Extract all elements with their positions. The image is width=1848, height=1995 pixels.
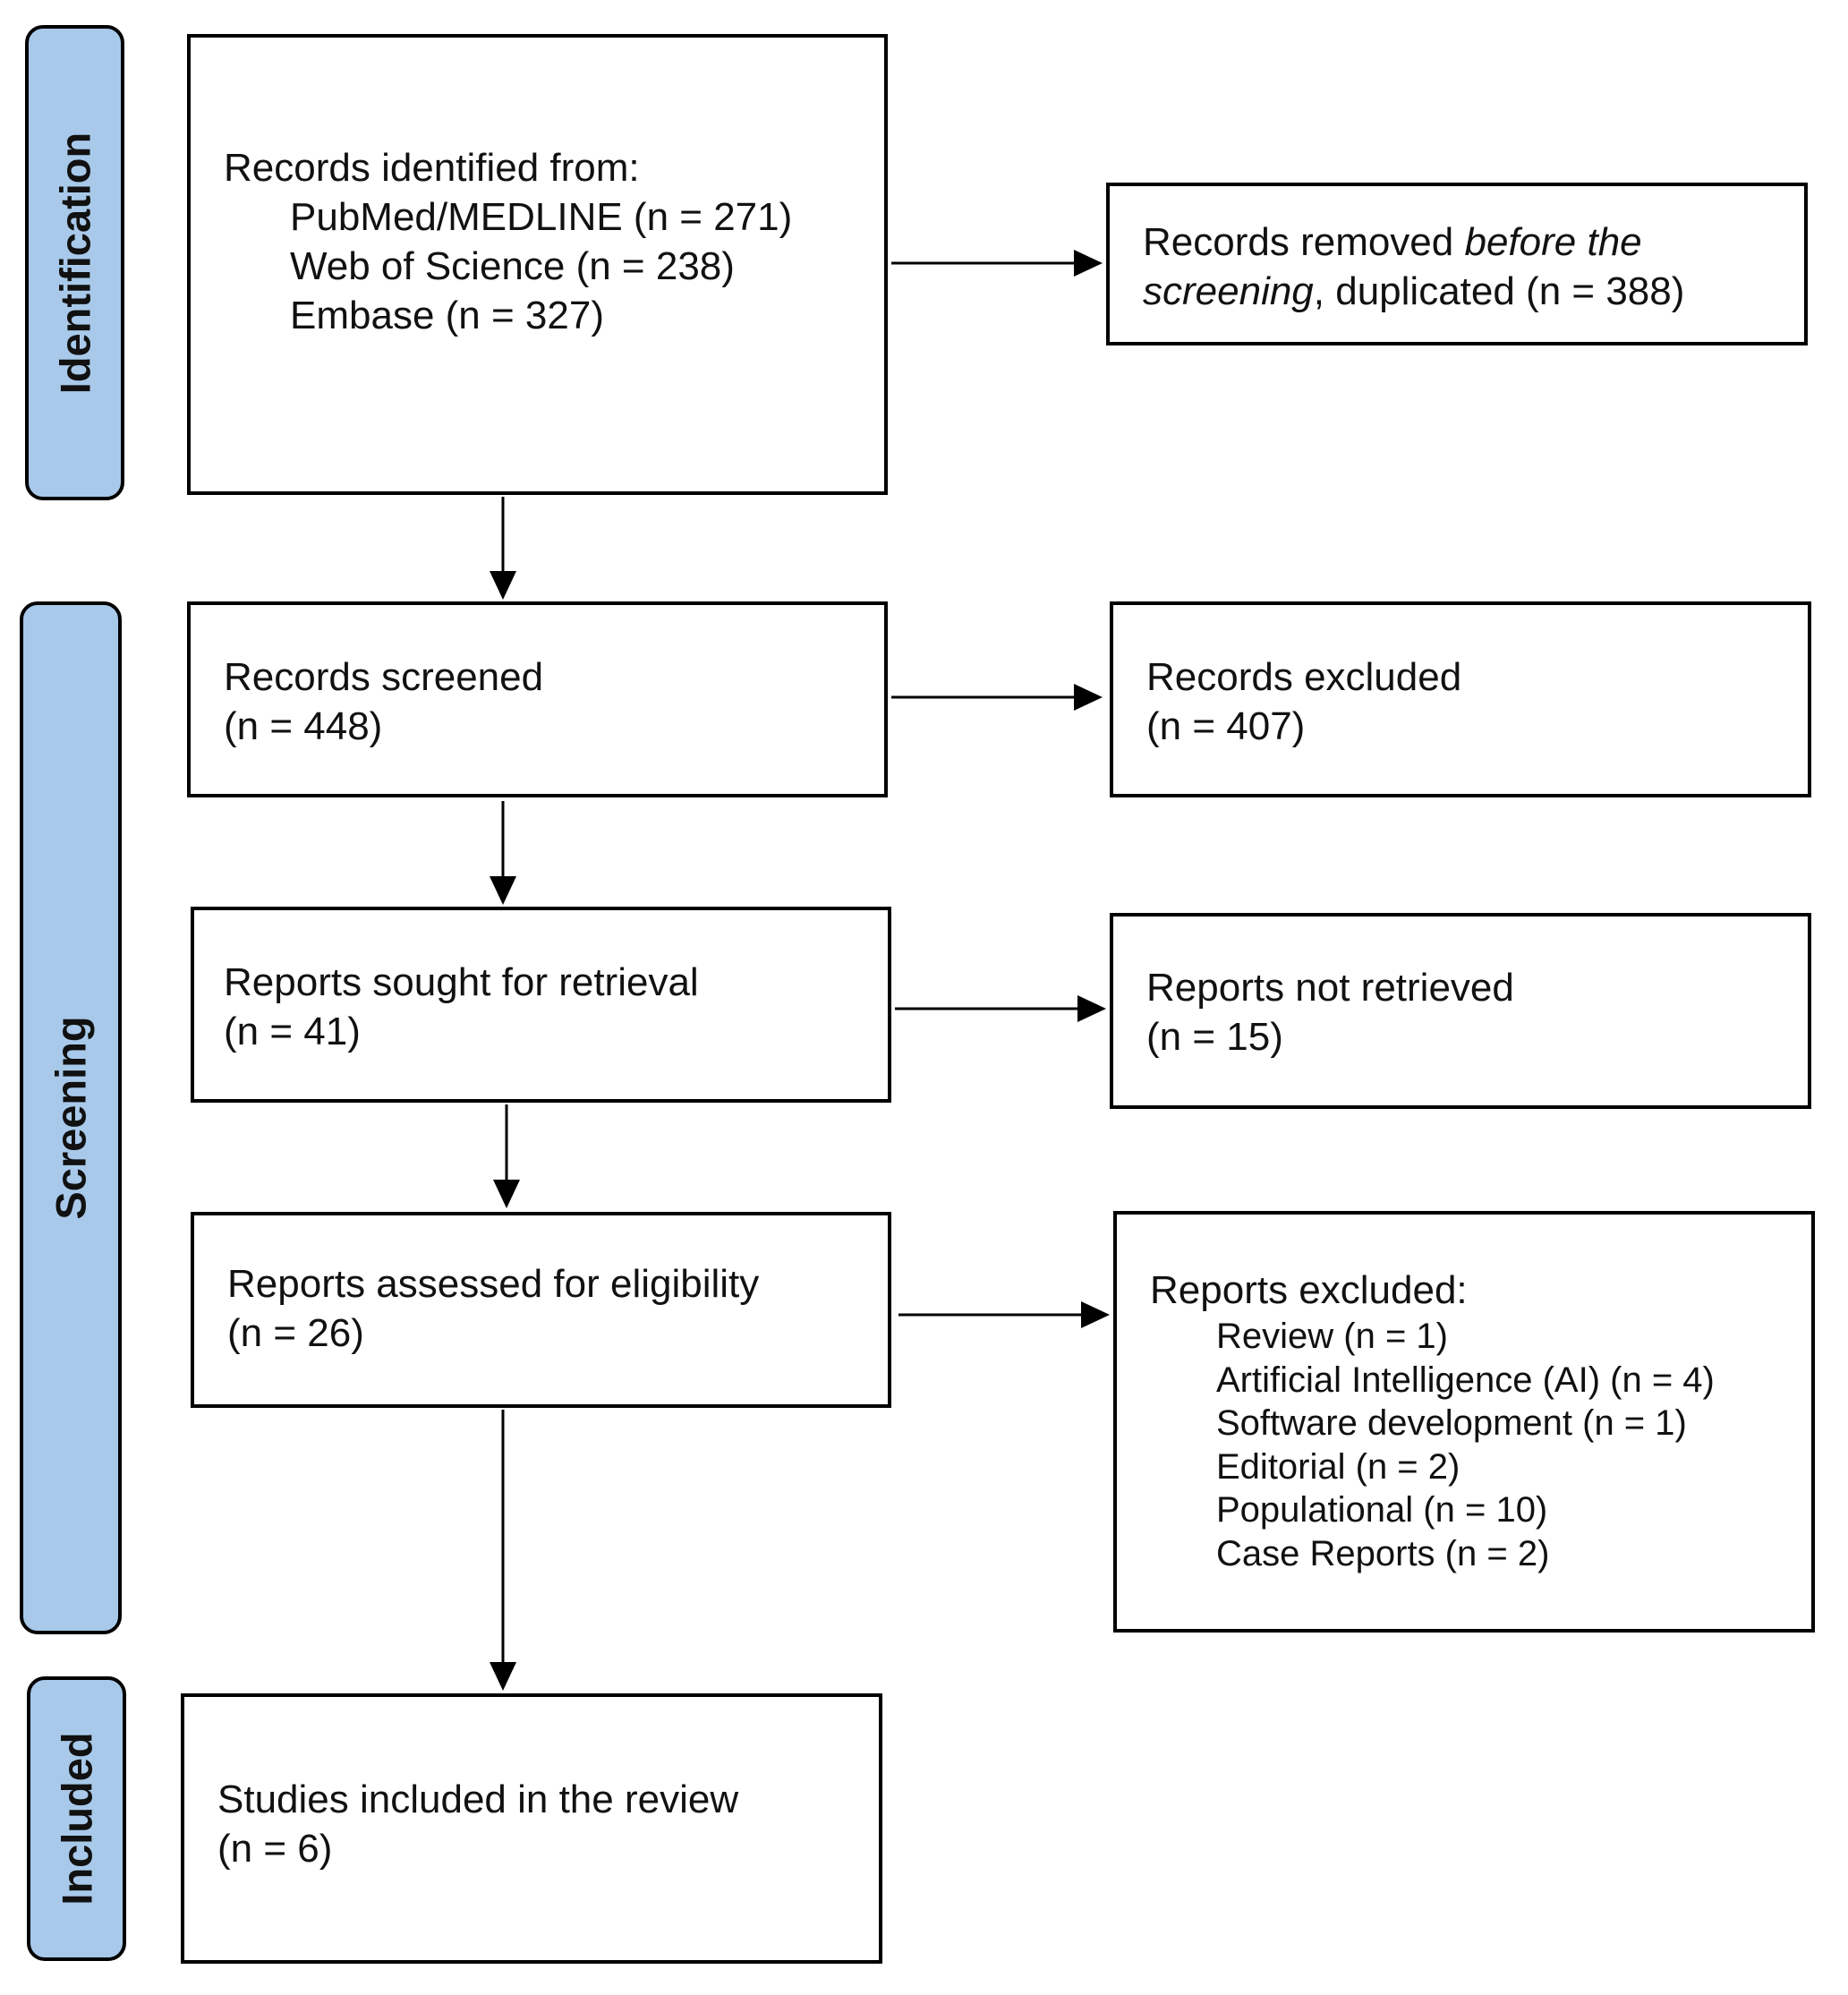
- records-excluded-title: Records excluded: [1146, 655, 1462, 699]
- arrowhead-right-1: [1074, 250, 1103, 277]
- arrowhead-down-2: [490, 876, 516, 905]
- studies-included-text: Studies included in the review (n = 6): [217, 1775, 738, 1873]
- records-excluded-box: [1110, 601, 1811, 797]
- records-identified-box: [187, 34, 888, 495]
- records-removed-box: [1106, 183, 1808, 345]
- records-excluded-count: (n = 407): [1146, 704, 1306, 748]
- records-excluded-text: Records excluded (n = 407): [1146, 652, 1461, 751]
- reports-excluded-reasons: Review (n = 1) Artificial Intelligence (…: [1150, 1315, 1715, 1575]
- records-identified-title: Records identified from:: [224, 146, 640, 190]
- source-pubmed: PubMed/MEDLINE (n = 271): [290, 195, 793, 239]
- records-removed-line-1: Records removed before the: [1143, 217, 1684, 267]
- records-removed-part-c: screening: [1143, 269, 1314, 313]
- reports-assessed-box: [191, 1212, 891, 1408]
- arrowhead-down-1: [490, 571, 516, 600]
- reason-case-reports: Case Reports (n = 2): [1216, 1533, 1550, 1573]
- records-identified-text: Records identified from: PubMed/MEDLINE …: [224, 143, 792, 340]
- reports-sought-text: Reports sought for retrieval (n = 41): [224, 958, 699, 1056]
- arrowhead-right-4: [1081, 1301, 1110, 1328]
- studies-included-box: [181, 1693, 882, 1964]
- reports-assessed-count: (n = 26): [227, 1311, 364, 1355]
- reports-excluded-text: Reports excluded: Review (n = 1) Artific…: [1150, 1266, 1715, 1575]
- reason-ai: Artificial Intelligence (AI) (n = 4): [1216, 1360, 1715, 1400]
- arrowhead-right-2: [1074, 684, 1103, 711]
- reports-assessed-title: Reports assessed for eligibility: [227, 1262, 760, 1306]
- records-removed-part-d: , duplicated (n = 388): [1313, 269, 1685, 313]
- reason-editorial: Editorial (n = 2): [1216, 1446, 1461, 1487]
- stage-included: Included: [27, 1676, 126, 1961]
- studies-included-count: (n = 6): [217, 1827, 333, 1871]
- source-embase: Embase (n = 327): [290, 294, 604, 337]
- records-screened-title: Records screened: [224, 655, 544, 699]
- records-screened-count: (n = 448): [224, 704, 383, 748]
- reports-assessed-text: Reports assessed for eligibility (n = 26…: [227, 1259, 759, 1358]
- reports-excluded-box: [1113, 1211, 1815, 1633]
- records-removed-part-a: Records removed: [1143, 220, 1465, 264]
- reason-review: Review (n = 1): [1216, 1317, 1448, 1356]
- reason-populational: Populational (n = 10): [1216, 1490, 1548, 1530]
- records-removed-line-2: screening, duplicated (n = 388): [1143, 267, 1684, 316]
- source-web-of-science: Web of Science (n = 238): [290, 244, 735, 288]
- records-screened-box: [187, 601, 888, 797]
- arrowhead-right-3: [1077, 995, 1106, 1022]
- reports-not-retrieved-text: Reports not retrieved (n = 15): [1146, 963, 1514, 1061]
- arrowhead-down-3: [493, 1180, 520, 1208]
- reports-excluded-title: Reports excluded:: [1150, 1268, 1468, 1312]
- reports-sought-box: [191, 907, 891, 1103]
- reports-not-retrieved-count: (n = 15): [1146, 1015, 1283, 1059]
- studies-included-title: Studies included in the review: [217, 1778, 739, 1821]
- records-screened-text: Records screened (n = 448): [224, 652, 543, 751]
- records-removed-part-b: before the: [1464, 220, 1642, 264]
- stage-screening: Screening: [20, 601, 122, 1634]
- reports-not-retrieved-box: [1110, 913, 1811, 1109]
- reports-sought-title: Reports sought for retrieval: [224, 960, 699, 1004]
- reports-not-retrieved-title: Reports not retrieved: [1146, 966, 1514, 1010]
- stage-identification: Identification: [25, 25, 124, 500]
- reports-sought-count: (n = 41): [224, 1010, 361, 1053]
- arrowhead-down-4: [490, 1662, 516, 1691]
- records-removed-text: Records removed before the screening, du…: [1143, 217, 1684, 316]
- reason-software: Software development (n = 1): [1216, 1403, 1687, 1443]
